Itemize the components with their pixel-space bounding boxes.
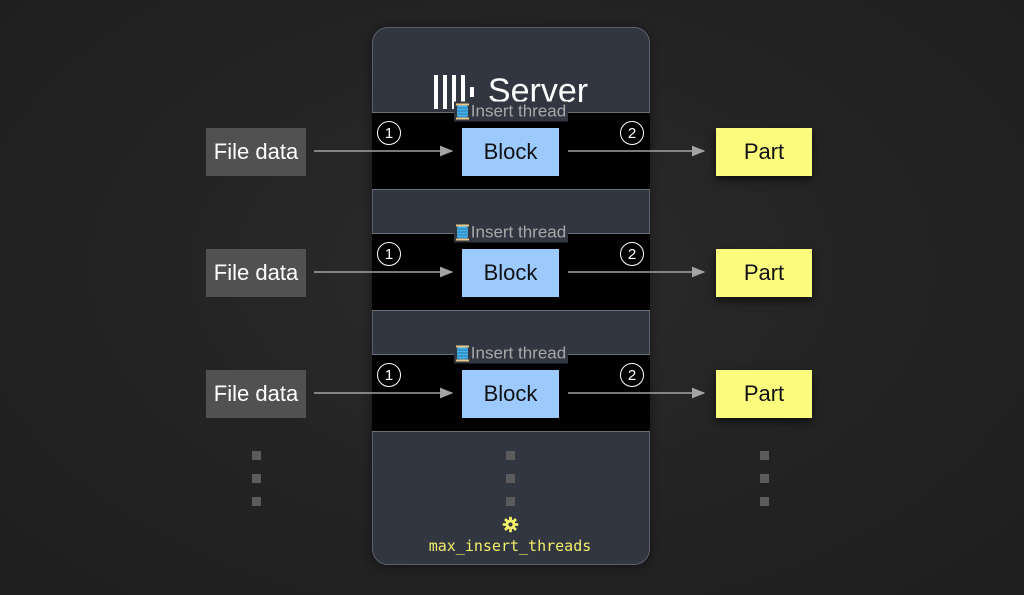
part-box: Part <box>716 370 812 418</box>
part-box: Part <box>716 128 812 176</box>
continuation-dot <box>760 474 769 483</box>
insert-thread-text: Insert thread <box>470 222 567 242</box>
file-data-box: File data <box>206 249 306 297</box>
insert-thread-text: Insert thread <box>470 101 567 121</box>
file-data-box: File data <box>206 370 306 418</box>
step-2-marker: 2 <box>620 363 644 387</box>
continuation-dot <box>506 497 515 506</box>
spool-icon <box>455 103 469 120</box>
block-box: Block <box>462 370 559 418</box>
step-1-marker: 1 <box>377 121 401 145</box>
insert-thread-text: Insert thread <box>470 343 567 363</box>
continuation-dot <box>760 497 769 506</box>
step-1-marker: 1 <box>377 242 401 266</box>
step-1-marker: 1 <box>377 363 401 387</box>
continuation-dot <box>252 451 261 460</box>
block-box: Block <box>462 249 559 297</box>
insert-thread-label: Insert thread <box>372 222 650 246</box>
insert-thread-label: Insert thread <box>372 101 650 125</box>
continuation-dot <box>506 451 515 460</box>
continuation-dot <box>506 474 515 483</box>
spool-icon <box>455 224 469 241</box>
insert-thread-band: Insert thread <box>372 101 650 190</box>
block-box: Block <box>462 128 559 176</box>
max-insert-threads-setting: max_insert_threads <box>428 537 592 555</box>
file-data-box: File data <box>206 128 306 176</box>
step-2-marker: 2 <box>620 121 644 145</box>
clickhouse-logo-icon <box>433 74 474 109</box>
gear-icon <box>502 516 519 533</box>
continuation-dot <box>252 474 261 483</box>
part-box: Part <box>716 249 812 297</box>
continuation-dot <box>252 497 261 506</box>
step-2-marker: 2 <box>620 242 644 266</box>
continuation-dot <box>760 451 769 460</box>
spool-icon <box>455 345 469 362</box>
insert-thread-label: Insert thread <box>372 343 650 367</box>
